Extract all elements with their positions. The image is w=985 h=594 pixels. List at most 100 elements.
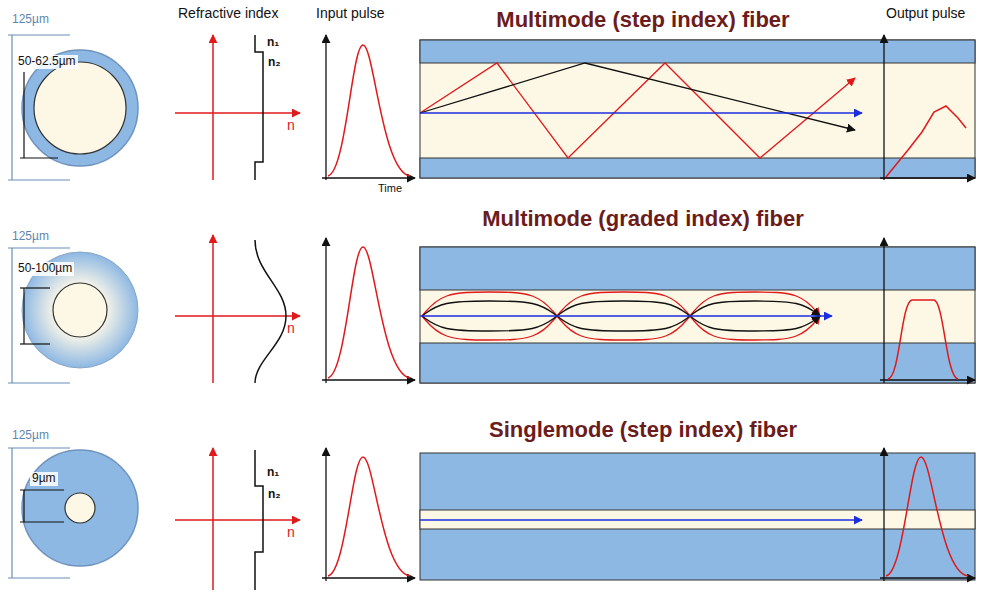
dimension-label: 50-62.5µm [16, 55, 78, 69]
cross-section-single [22, 450, 138, 566]
axis-line [212, 448, 214, 590]
output-pulse-plot [880, 238, 975, 383]
index-label: n₂ [268, 56, 281, 70]
axis-label: n [287, 117, 295, 133]
dimension-tick [8, 179, 70, 180]
section-title: Multimode (graded index) fiber [482, 206, 803, 231]
axis-line [322, 379, 415, 380]
fiber-cladding [420, 158, 975, 178]
dimension-tick [20, 157, 58, 158]
core-circle [53, 283, 107, 337]
fiber-graded-multimode [420, 247, 975, 383]
input-pulse-plot [322, 238, 415, 383]
dimension-tick [8, 247, 70, 248]
output-pulse-plot [880, 35, 975, 180]
fiber-cladding [420, 247, 975, 290]
axis-line [212, 235, 214, 383]
light-ray [690, 301, 820, 316]
axis-line [883, 448, 884, 581]
light-ray [557, 316, 690, 331]
dimension-line [23, 288, 24, 344]
axis-line [880, 577, 975, 578]
dimension-line [11, 35, 12, 180]
light-ray [420, 519, 862, 520]
dimension-line [11, 248, 12, 383]
dimension-tick [8, 447, 70, 448]
pulse-curve [328, 247, 410, 378]
index-label: n₁ [267, 466, 279, 480]
dimension-line [23, 490, 24, 522]
output-pulse-plot [880, 448, 975, 581]
fiber-step-multimode [420, 40, 975, 178]
section-title: Singlemode (step index) fiber [489, 417, 797, 442]
index-profile-graded [175, 235, 300, 383]
cladding-circle [22, 450, 138, 566]
section-title: Multimode (step index) fiber [496, 7, 789, 32]
axis-line [325, 238, 326, 383]
light-ray [690, 292, 820, 316]
dimension-core [20, 72, 58, 158]
pulse-curve [888, 300, 958, 379]
pulse-curve [328, 457, 410, 576]
column-header: Output pulse [886, 5, 965, 21]
axis-label: Time [378, 182, 402, 195]
pulse-curve [886, 106, 966, 177]
dimension-label: 125µm [10, 13, 51, 27]
light-ray [690, 316, 820, 331]
light-ray [422, 301, 557, 316]
axis-line [880, 379, 975, 380]
light-ray [422, 316, 557, 331]
fiber-core [420, 40, 975, 178]
fiber-cladding [420, 343, 975, 383]
dimension-line [11, 448, 12, 578]
pulse-curve [328, 45, 410, 176]
light-ray [557, 316, 690, 340]
light-ray [420, 63, 855, 158]
axis-line [175, 519, 300, 521]
axis-line [175, 315, 300, 317]
light-ray [557, 301, 690, 316]
light-ray [557, 292, 690, 316]
index-label: n₂ [268, 488, 281, 502]
fiber-cladding [420, 40, 975, 63]
dimension-tick [20, 343, 50, 344]
axis-line [325, 448, 326, 581]
column-header: Refractive index [178, 5, 278, 21]
axis-line [212, 35, 214, 180]
dimension-label: 9µm [30, 472, 58, 486]
pulse-curve [886, 457, 968, 576]
profile-line [255, 450, 263, 590]
dimension-tick [20, 489, 64, 490]
core-circle [65, 493, 95, 523]
axis-line [883, 238, 884, 383]
dimension-tick [8, 382, 70, 383]
axis-line [322, 577, 415, 578]
light-ray [420, 63, 855, 130]
axis-line [325, 35, 326, 180]
axis-line [883, 35, 884, 180]
fiber-core [420, 247, 975, 383]
input-pulse-plot [322, 35, 415, 180]
dimension-tick [8, 577, 70, 578]
dimension-tick [8, 34, 70, 35]
fiber-core [420, 510, 975, 529]
index-profile-step [175, 448, 300, 590]
fiber-singlemode [420, 453, 975, 580]
index-label: n₁ [267, 36, 279, 50]
light-ray [420, 315, 832, 316]
profile-line [255, 35, 263, 180]
axis-line [880, 177, 975, 178]
dimension-line [23, 72, 24, 158]
dimension-label: 125µm [10, 230, 51, 244]
dimension-tick [20, 521, 64, 522]
light-ray [420, 112, 862, 113]
light-ray [690, 316, 820, 340]
axis-label: n [287, 320, 295, 336]
core-circle [34, 62, 126, 154]
input-pulse-plot [322, 448, 415, 581]
dimension-label: 125µm [10, 429, 51, 443]
light-ray [422, 316, 557, 340]
